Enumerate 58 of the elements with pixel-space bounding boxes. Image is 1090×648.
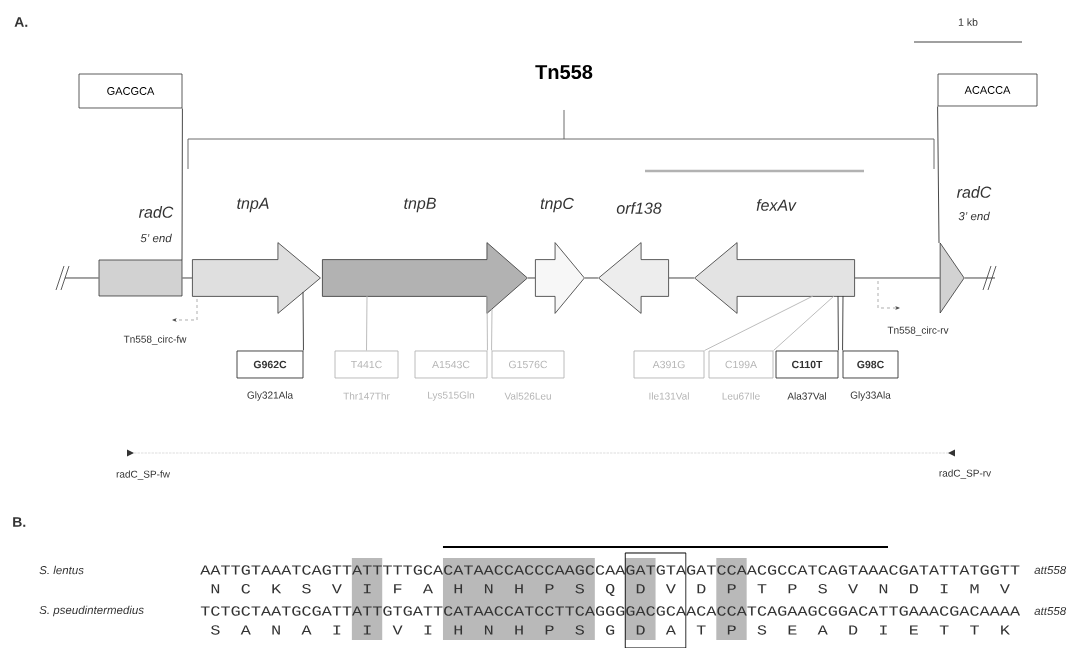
site-label: att558 (1034, 565, 1067, 575)
sequence-box: GACGCA (78, 73, 183, 109)
panel-letter: B. (13, 517, 26, 527)
site-label: att558 (1034, 606, 1067, 616)
protein-sequence: N C K S V I F A H N H P S Q D V D P T P S V N D I M V (211, 584, 1010, 596)
mutation-box: T441C (334, 350, 399, 379)
amino-acid-change: Gly33Ala (850, 391, 891, 401)
species-label: S. pseudintermedius (39, 605, 144, 617)
leader-line (181, 107, 183, 261)
dna-line (854, 277, 941, 279)
scale-label: 1 kb (958, 18, 978, 26)
gene-name: fexAv (756, 199, 797, 211)
gene-name: tnpB (404, 197, 436, 213)
primer-label: Tn558_circ-rv (887, 326, 949, 336)
mutation-box: A1543C (414, 350, 488, 379)
leader-line (366, 295, 368, 351)
amino-acid-change: Ile131Val (649, 392, 689, 400)
gene-end-label: 5’ end (140, 233, 172, 243)
gene-name: tnpC (540, 197, 574, 213)
mutation-box: C110T (775, 350, 839, 379)
dna-line (584, 277, 599, 279)
species-label: S. lentus (39, 565, 84, 575)
dna-line (668, 277, 695, 279)
primer-label: radC_SP-fw (116, 470, 170, 480)
leader-line (491, 308, 493, 351)
title: Tn558 (535, 64, 593, 80)
leader-line (302, 291, 304, 351)
panel-letter: A. (14, 17, 28, 27)
gene-name: radC (138, 206, 174, 218)
leader-line (486, 295, 488, 351)
gene-name: tnpA (237, 197, 269, 213)
leader-line (842, 295, 844, 351)
mutation-box: C199A (708, 350, 774, 379)
gene-name: orf138 (616, 202, 662, 214)
amino-acid-change: Gly321Ala (247, 391, 294, 401)
mutation-box: G962C (236, 350, 304, 379)
primer-label: Tn558_circ-fw (123, 335, 187, 345)
amino-acid-change: Val526Leu (504, 392, 551, 400)
leader-line (773, 295, 835, 351)
amino-acid-change: Ala37Val (787, 392, 826, 400)
mutation-box: A391G (633, 350, 705, 379)
leader-line (937, 105, 940, 244)
leader-line (837, 295, 839, 351)
amino-acid-change: Leu67Ile (722, 392, 760, 400)
primer-label: radC_SP-rv (939, 469, 992, 479)
protein-sequence: S A N A I I V I H N H P S G D A T P S E A D I E T T K (211, 625, 1010, 635)
amino-acid-change: Thr147Thr (343, 392, 390, 400)
dna-line (964, 277, 996, 279)
sequence-box: ACACCA (937, 73, 1038, 107)
dna-line (64, 277, 100, 279)
amino-acid-change: Lys515Gln (428, 391, 475, 401)
mutation-box: G98C (842, 350, 899, 379)
mutation-box: G1576C (491, 350, 565, 379)
dna-line (527, 277, 536, 279)
dna-line (181, 277, 193, 279)
gene-end-label: 3’ end (958, 211, 990, 221)
leader-line (704, 295, 814, 351)
gene-name: radC (956, 186, 992, 198)
